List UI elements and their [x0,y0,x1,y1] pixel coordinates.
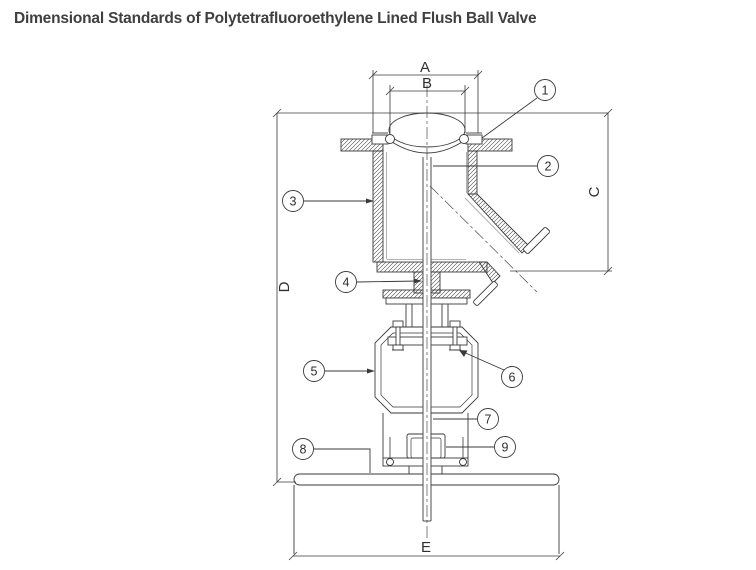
dim-label-c: C [586,186,603,197]
callout-4 [335,271,422,293]
dim-label-a: A [420,59,430,76]
part-number-1: 1 [542,84,549,98]
part-callouts [282,79,559,473]
branch-flange-upper [523,227,550,254]
part-number-3: 3 [290,195,297,209]
dimensions [272,70,613,561]
dimension-c [510,108,613,276]
ptfe-liner [386,152,520,260]
callout-9 [446,436,516,458]
callout-1 [481,79,556,139]
centerlines [426,85,538,540]
dimension-e [288,551,565,561]
callout-7 [433,408,499,430]
part-number-4: 4 [343,276,350,290]
bolt-right [449,320,461,351]
dimension-a [368,70,483,133]
dim-label-d: D [276,281,293,292]
stem-seals [371,132,483,145]
yoke-neck [405,304,449,327]
dimension-d [272,108,296,487]
page-title: Dimensional Standards of Polytetrafluoro… [14,10,537,27]
dim-label-b: B [422,75,432,92]
callout-3 [282,190,374,212]
part-number-5: 5 [311,365,318,379]
part-number-7: 7 [485,413,492,427]
bolt-left [392,320,404,351]
callout-6 [459,350,523,388]
callout-5 [303,360,375,382]
part-number-2: 2 [545,160,552,174]
dimension-b [385,85,470,133]
part-number-6: 6 [509,371,516,385]
callout-2 [433,155,559,177]
callout-8 [292,438,371,473]
part-number-9: 9 [502,441,509,455]
part-number-8: 8 [300,443,307,457]
valve-body [293,85,560,554]
dim-label-e: E [421,539,431,556]
branch-flange-lower [473,281,498,306]
branch-outlet [466,193,550,306]
